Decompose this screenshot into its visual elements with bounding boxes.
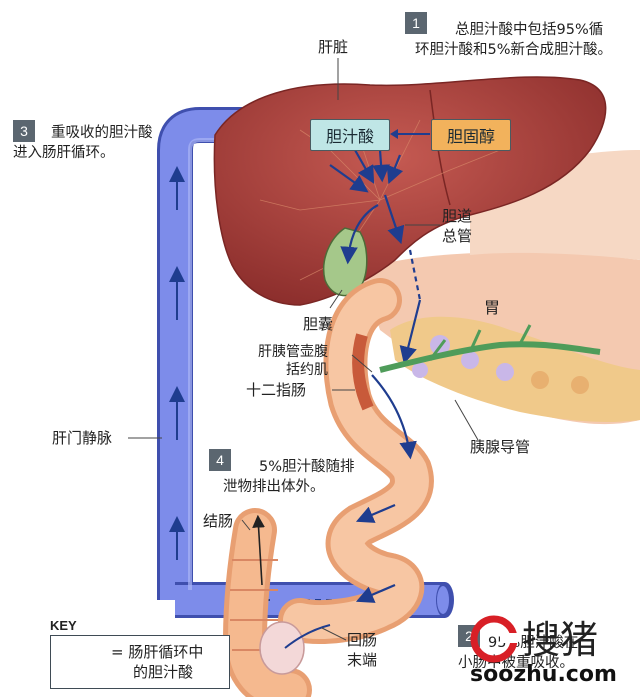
bile-acid-box: 胆汁酸: [310, 119, 390, 151]
step-1: 1 总胆汁酸中包括95%循 环胆汁酸和5%新合成胆汁酸。: [405, 12, 612, 60]
label-colon: 结肠: [203, 512, 234, 530]
label-liver: 肝脏: [318, 38, 349, 56]
leader-lines: [128, 58, 479, 641]
step-1-badge: 1: [405, 12, 427, 34]
pancreas-shape: [390, 316, 640, 423]
cholesterol-to-bile-arrow: [390, 129, 430, 139]
pancreatic-duct-shape: [379, 324, 601, 373]
watermark-brand: 搜猪: [522, 618, 598, 662]
cholesterol-box: 胆固醇: [431, 119, 511, 151]
label-gallbladder: 胆囊: [303, 315, 334, 333]
step-4-badge: 4: [209, 449, 231, 471]
watermark-url: soozhu.com: [470, 662, 617, 687]
key-title: KEY: [50, 618, 77, 633]
watermark: 搜猪 soozhu.com: [464, 611, 634, 691]
key-legend: KEY = 肠肝循环中 的胆汁酸: [50, 618, 230, 689]
label-terminal-ileum: 回肠 末端: [347, 631, 378, 669]
step-3: 3 重吸收的胆汁酸 进入肠肝循环。: [13, 120, 153, 163]
step-3-badge: 3: [13, 120, 35, 142]
label-stomach: 胃: [484, 298, 501, 317]
watermark-logo: 搜猪 soozhu.com: [470, 615, 617, 687]
label-duodenum: 十二指肠: [246, 381, 307, 399]
key-text: = 肠肝循环中 的胆汁酸: [111, 643, 204, 681]
intestine-shape: [278, 278, 434, 644]
step-4: 4 5%胆汁酸随排 泄物排出体外。: [209, 449, 355, 497]
step-3-text: 重吸收的胆汁酸 进入肠肝循环。: [13, 125, 153, 161]
key-box: = 肠肝循环中 的胆汁酸: [50, 635, 230, 689]
bile-flow-arrows: [329, 149, 422, 365]
label-pancreatic-duct: 胰腺导管: [470, 438, 531, 456]
colon-shape: [222, 508, 331, 697]
step-4-text: 5%胆汁酸随排 泄物排出体外。: [223, 459, 355, 495]
step-1-text: 总胆汁酸中包括95%循 环胆汁酸和5%新合成胆汁酸。: [415, 22, 613, 58]
label-portal-vein: 肝门静脉: [52, 429, 113, 447]
label-common-bile-duct: 胆道 总管: [442, 207, 473, 245]
label-sphincter: 肝胰管壶腹 括约肌: [258, 344, 328, 378]
